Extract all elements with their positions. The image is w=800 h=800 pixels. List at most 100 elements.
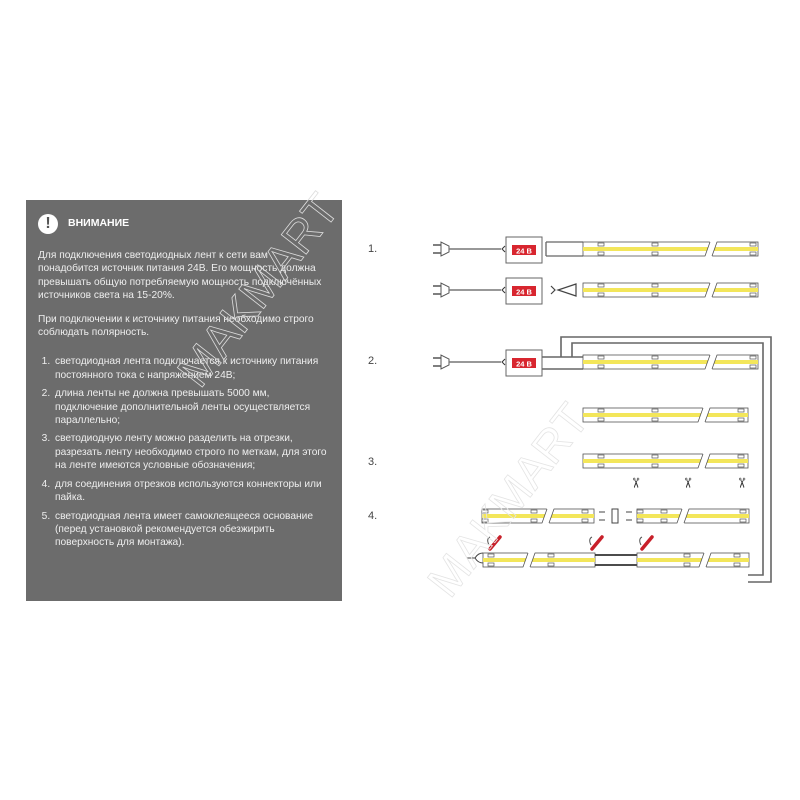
strip-pad <box>749 355 757 360</box>
strip-break <box>541 508 548 524</box>
psu-label: 24 В <box>516 247 532 256</box>
strip-pad <box>660 518 668 523</box>
strip-led-line <box>583 413 748 417</box>
strip-pad <box>651 355 659 360</box>
strip-pad <box>530 518 538 523</box>
strip-pad <box>597 242 605 247</box>
watermark-logo: MAKMART <box>417 394 599 607</box>
strip-break <box>676 508 683 524</box>
plug-pin <box>433 357 441 367</box>
strip-pad <box>651 283 659 288</box>
soldering-iron-icon <box>488 535 502 551</box>
step-number: 4. <box>368 510 378 522</box>
plug-body <box>440 354 450 370</box>
strip-break <box>698 552 705 568</box>
power-supply: 24 В <box>505 349 543 377</box>
strip-pad <box>749 292 757 297</box>
paragraph: При подключении к источнику питания необ… <box>38 313 314 339</box>
power-plug <box>433 241 506 257</box>
strip-pad <box>597 355 605 360</box>
strip-pad <box>737 408 745 413</box>
strip-break <box>705 282 717 298</box>
cable-connector <box>501 358 506 366</box>
strip-pad <box>581 518 589 523</box>
plug-pin <box>433 285 441 295</box>
strip-pad <box>581 509 589 514</box>
strip-led-line <box>583 360 758 364</box>
connector-clip <box>550 283 577 297</box>
strip-pad <box>651 251 659 256</box>
led-strip <box>582 241 759 257</box>
cable-connector <box>501 286 506 294</box>
list-item: светодиодную ленту можно разделить на от… <box>53 432 330 472</box>
led-strip <box>636 508 750 524</box>
solder-wires <box>595 554 637 566</box>
watermark-logo: MAKMART <box>167 184 349 397</box>
strip-pad <box>487 553 495 558</box>
strip-break <box>698 453 710 469</box>
list-item: светодиодная лента имеет самоклеящееся о… <box>53 510 330 550</box>
soldering-wire <box>589 536 593 546</box>
strip-led-line <box>482 514 594 518</box>
soldering-wire <box>487 536 491 546</box>
led-strip <box>481 508 595 524</box>
exclamation-icon: ! <box>38 214 58 234</box>
strip-pad <box>660 509 668 514</box>
strip-break <box>711 241 718 257</box>
strip-pad <box>530 509 538 514</box>
scissors-icon: ✂ <box>628 477 644 489</box>
strip-led-line <box>483 558 595 562</box>
psu-label-bg <box>512 286 536 296</box>
strip-break <box>697 407 704 423</box>
strip-connector <box>611 508 619 524</box>
power-plug <box>433 354 506 370</box>
strip-led-line <box>583 288 758 292</box>
strip-pad <box>733 562 741 567</box>
plug-body <box>440 241 450 257</box>
strip-break <box>522 552 529 568</box>
strip-break <box>704 282 711 298</box>
strip-pad <box>597 463 605 468</box>
psu-label-bg <box>512 358 536 368</box>
strip-break <box>704 453 711 469</box>
strip-pad <box>651 417 659 422</box>
plug-pin <box>433 244 441 254</box>
strip-break <box>677 508 689 524</box>
scissors-icon: ✂ <box>680 477 696 489</box>
strip-pad <box>651 364 659 369</box>
list-item: светодиодная лента подключается к источн… <box>53 355 330 382</box>
strip-break <box>683 508 690 524</box>
strip-break <box>705 354 717 370</box>
power-supply: 24 В <box>505 236 543 264</box>
strip-led-line <box>637 514 749 518</box>
strip-pad <box>597 251 605 256</box>
led-strip <box>582 282 759 298</box>
strip-pad <box>733 553 741 558</box>
psu-label: 24 В <box>516 288 532 297</box>
strip-break <box>697 453 704 469</box>
scissors-icon: ✂ <box>734 477 750 489</box>
list-item: длина ленты не должна превышать 5000 мм,… <box>53 387 330 427</box>
connector-arrows <box>599 511 632 521</box>
strip-pad <box>636 518 644 523</box>
strip-pad <box>547 562 555 567</box>
parallel-wires <box>542 336 772 583</box>
step-number: 2. <box>368 355 378 367</box>
led-strip <box>482 552 596 568</box>
strip-pad <box>597 408 605 413</box>
strip-pad <box>651 463 659 468</box>
strip-break <box>704 354 711 370</box>
strip-break <box>698 407 710 423</box>
led-strip <box>582 354 759 370</box>
strip-break <box>704 407 711 423</box>
strip-pad <box>597 454 605 459</box>
strip-pad <box>651 292 659 297</box>
strip-pad <box>737 454 745 459</box>
strip-break <box>704 241 711 257</box>
strip-pad <box>651 408 659 413</box>
led-strip <box>582 453 749 469</box>
strip-pad <box>597 364 605 369</box>
strip-pad <box>481 509 489 514</box>
strip-break <box>529 552 536 568</box>
strip-pad <box>749 242 757 247</box>
